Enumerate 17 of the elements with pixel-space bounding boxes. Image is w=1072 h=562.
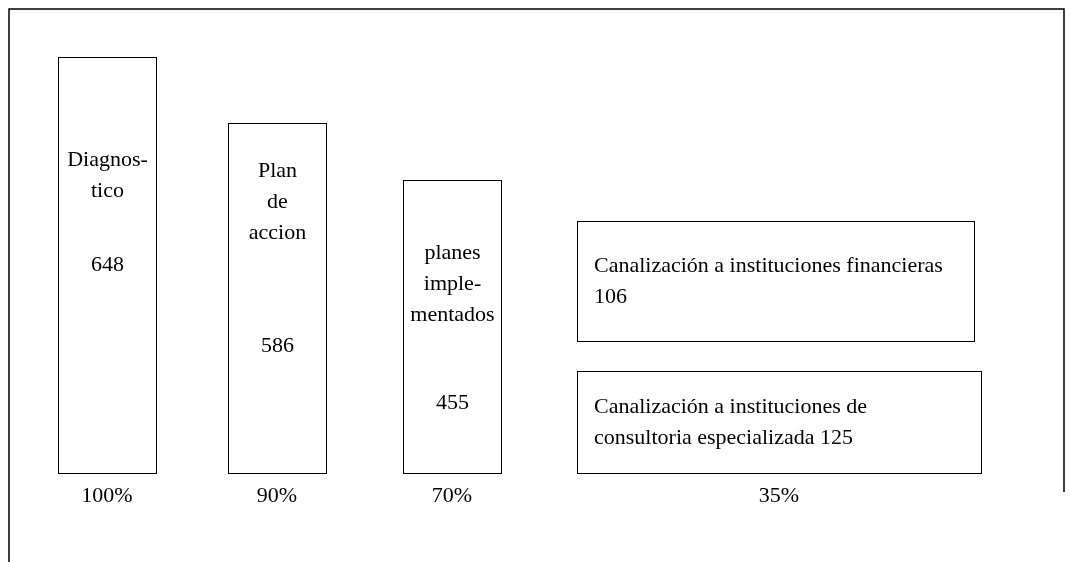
count-text: 455 (436, 388, 469, 416)
stage-box (577, 371, 982, 474)
count-text: 586 (261, 331, 294, 359)
stage-box (577, 221, 975, 342)
stage-label: Plan de accion (248, 156, 307, 246)
stage-label: planes imple- mentados (410, 238, 495, 328)
percentage-label: 70% (430, 482, 474, 508)
percentage-label: 35% (757, 482, 801, 508)
stage-label: Canalización a instituciones financieras 106 (594, 251, 944, 310)
stage-box (403, 180, 502, 474)
stage-box (58, 57, 157, 474)
count-text: 648 (91, 250, 124, 278)
percentage-label: 100% (80, 482, 134, 508)
stage-label: Diagnos- tico (67, 145, 148, 204)
stage-label: Canalización a instituciones de consultoria especializada 125 (594, 392, 869, 451)
stage-box (228, 123, 327, 474)
percentage-label: 90% (255, 482, 299, 508)
